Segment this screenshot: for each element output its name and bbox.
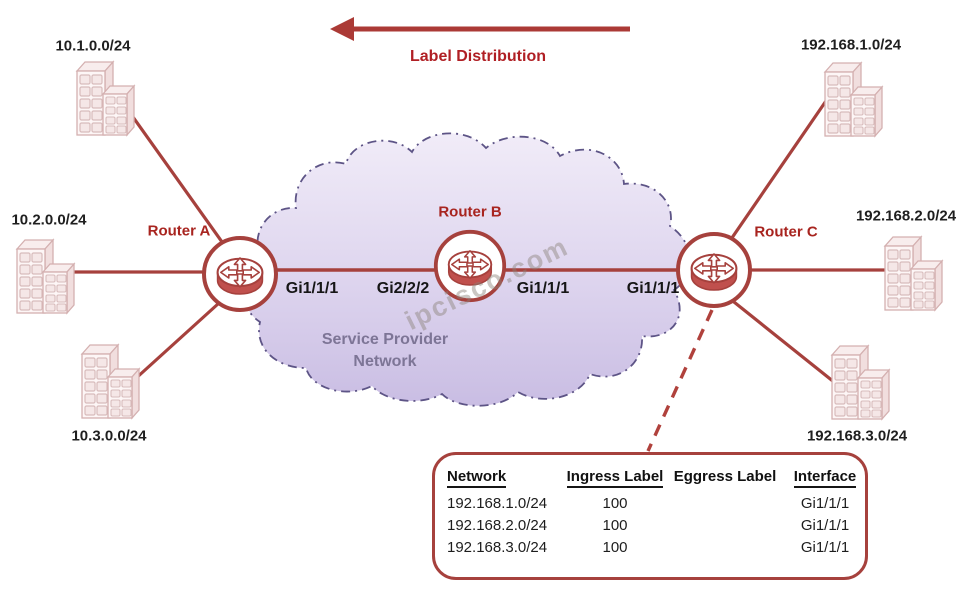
cell-network: 192.168.1.0/24 [447, 495, 548, 512]
router-b-label: Router B [438, 203, 502, 221]
header-interface: Interface [785, 466, 865, 488]
label-distribution-caption: Label Distribution [410, 48, 546, 65]
label-table: Network Ingress Label Eggress Label Inte… [432, 452, 868, 580]
callout-dashed-line [646, 309, 714, 452]
label-table-row: 192.168.3.0/24 100 Gi1/1/1 [435, 537, 865, 559]
cell-ingress: 100 [602, 517, 628, 534]
label-table-row: 192.168.2.0/24 100 Gi1/1/1 [435, 515, 865, 537]
cell-interface: Gi1/1/1 [800, 517, 850, 534]
building-icon-net-10-3 [81, 344, 140, 419]
label-table-row: 192.168.1.0/24 100 Gi1/1/1 [435, 493, 865, 515]
header-ingress-label: Ingress Label [565, 466, 665, 488]
cell-network: 192.168.3.0/24 [447, 539, 548, 556]
label-distribution-arrow-icon [330, 17, 630, 41]
service-provider-caption-line1: Service Provider [321, 331, 449, 348]
link-net4-routerC [712, 97, 830, 265]
router-c-icon [676, 232, 752, 308]
service-provider-caption-line2: Network [353, 353, 417, 370]
network-label-192-168-3: 192.168.3.0/24 [806, 427, 908, 445]
interface-label-routerB-gi111: Gi1/1/1 [516, 280, 570, 297]
network-label-192-168-2: 192.168.2.0/24 [855, 207, 957, 225]
router-b-icon [433, 229, 507, 303]
cell-eggress [665, 493, 785, 515]
cell-eggress [665, 515, 785, 537]
router-a-label: Router A [147, 222, 211, 240]
service-provider-caption: Service Provider Network [322, 329, 448, 373]
router-c-label: Router C [754, 223, 818, 241]
building-icon-net-192-168-3 [831, 345, 890, 420]
cell-interface: Gi1/1/1 [800, 539, 850, 556]
router-a-icon [202, 236, 278, 312]
interface-label-routerA-gi111: Gi1/1/1 [285, 280, 339, 297]
header-network: Network [435, 466, 565, 488]
interface-label-routerB-gi222: Gi2/2/2 [376, 280, 430, 297]
cell-ingress: 100 [602, 539, 628, 556]
interface-label-routerC-gi111: Gi1/1/1 [626, 280, 680, 297]
cell-ingress: 100 [602, 495, 628, 512]
cell-interface: Gi1/1/1 [800, 495, 850, 512]
building-icon-net-192-168-1 [824, 62, 883, 137]
network-label-10-3: 10.3.0.0/24 [71, 427, 147, 445]
cell-eggress [665, 537, 785, 559]
network-label-192-168-1: 192.168.1.0/24 [800, 36, 902, 54]
label-table-header-row: Network Ingress Label Eggress Label Inte… [435, 466, 865, 488]
building-icon-net-10-2 [16, 239, 75, 314]
network-label-10-1: 10.1.0.0/24 [55, 37, 131, 55]
building-icon-net-192-168-2 [884, 236, 943, 311]
network-label-10-2: 10.2.0.0/24 [11, 211, 87, 229]
cell-network: 192.168.2.0/24 [447, 517, 548, 534]
header-eggress-label: Eggress Label [673, 468, 777, 485]
building-icon-net-10-1 [76, 61, 135, 136]
